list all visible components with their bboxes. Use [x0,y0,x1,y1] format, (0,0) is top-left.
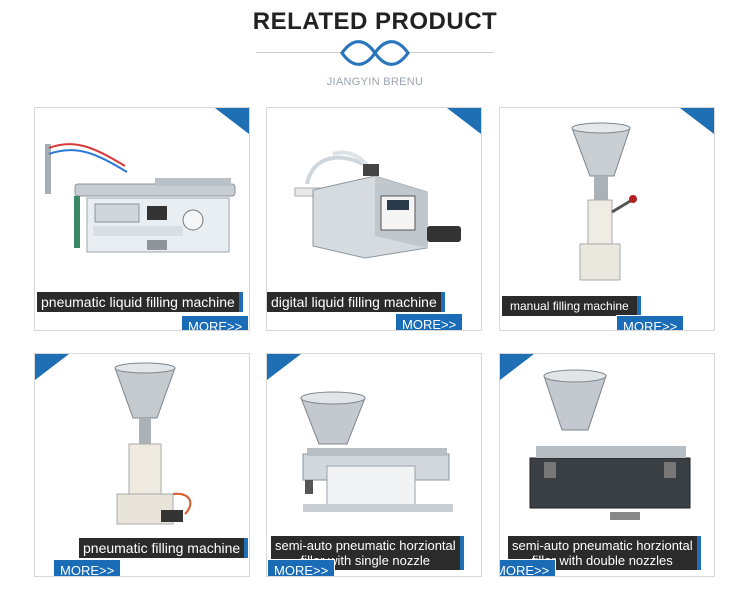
product-name-label: manual filling machine [502,296,641,316]
card-corner-accent [215,108,249,134]
more-button[interactable]: MORE>> [267,559,336,576]
product-card-manual[interactable]: manual filling machine MORE>> [499,107,715,331]
manual-filling-machine-icon [571,122,637,281]
product-name-line-1: semi-auto pneumatic horziontal [512,538,693,553]
more-button[interactable]: MORE>> [395,313,464,330]
pneumatic-filling-machine-icon [114,362,192,525]
card-corner-accent [267,354,301,380]
product-card-double-nozzle[interactable]: semi-auto pneumatic horziontal filler wi… [499,353,715,577]
divider-right [408,52,494,53]
product-card-pneumatic-liquid[interactable]: pneumatic liquid filling machine MORE>> [34,107,250,331]
product-name-label: pneumatic filling machine [79,538,249,558]
product-name-line-2: filler with double nozzles [531,553,673,568]
more-button[interactable]: MORE>> [53,559,122,576]
more-button[interactable]: MORE>> [500,559,557,576]
section-title: RELATED PRODUCT [252,8,498,35]
related-product-header: RELATED PRODUCT JIANGYIN BRENU [0,0,750,100]
card-corner-accent [447,108,481,134]
more-button[interactable]: MORE>> [616,315,685,330]
product-name-label: digital liquid filling machine [267,292,445,312]
liquid-filling-machine-icon [45,143,236,253]
digital-filling-machine-icon [294,150,461,259]
brand-logo-icon [340,40,410,66]
card-corner-accent [500,354,534,380]
product-card-digital-liquid[interactable]: digital liquid filling machine MORE>> [266,107,482,331]
single-nozzle-filler-icon [300,391,453,512]
product-card-pneumatic-filling[interactable]: pneumatic filling machine MORE>> [34,353,250,577]
more-button[interactable]: MORE>> [181,315,249,330]
double-nozzle-filler-icon [529,369,691,520]
product-card-single-nozzle[interactable]: semi-auto pneumatic horziontal filler wi… [266,353,482,577]
card-corner-accent [35,354,69,380]
product-name-label: pneumatic liquid filling machine [37,292,243,312]
brand-name: JIANGYIN BRENU [326,76,424,88]
card-corner-accent [680,108,714,134]
product-name-line-1: semi-auto pneumatic horziontal [275,538,456,553]
divider-left [256,52,342,53]
